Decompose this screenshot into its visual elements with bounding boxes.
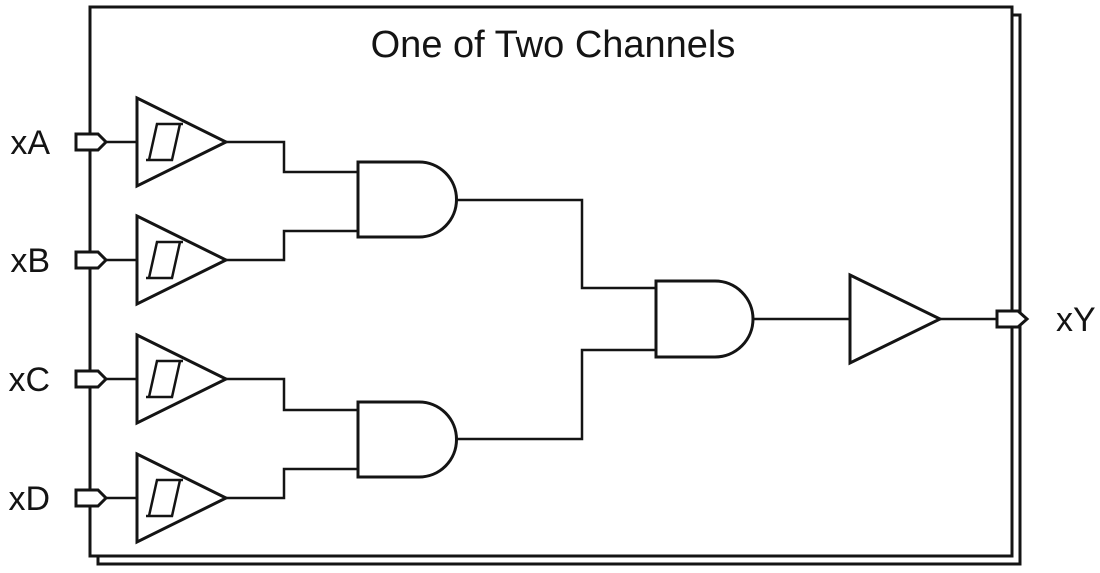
input-label-xa: xA	[10, 124, 50, 162]
and-gate-ab-icon	[356, 160, 458, 239]
input-label-xc: xC	[8, 361, 50, 399]
wire-and1-to-and3	[456, 198, 656, 290]
input-pin-xc-icon	[74, 369, 109, 389]
channel-box	[88, 5, 1014, 558]
input-pin-xd-icon	[74, 488, 109, 508]
diagram-title: One of Two Channels	[371, 24, 736, 66]
and-gate-final-icon	[654, 279, 755, 359]
input-pin-xb-icon	[74, 250, 109, 270]
output-label-xy: xY	[1056, 301, 1096, 339]
schmitt-buffer-xd-icon	[135, 451, 230, 545]
input-label-xd: xD	[8, 480, 50, 518]
wire-and2-to-and3	[456, 348, 656, 441]
schmitt-buffer-xb-icon	[135, 213, 230, 307]
output-buffer-icon	[848, 272, 944, 366]
wire-buffer-xb-to-and1	[226, 229, 358, 262]
input-pin-xa-icon	[74, 132, 109, 152]
wire-buffer-xd-to-and2	[226, 467, 358, 500]
input-label-xb: xB	[10, 242, 50, 280]
wire-buffer-xc-to-and2	[226, 377, 358, 412]
output-pin-xy-icon	[995, 309, 1030, 329]
schmitt-buffer-xa-icon	[135, 95, 230, 189]
and-gate-cd-icon	[356, 400, 458, 479]
wire-buffer-xa-to-and1	[226, 140, 358, 174]
schmitt-buffer-xc-icon	[135, 332, 230, 426]
